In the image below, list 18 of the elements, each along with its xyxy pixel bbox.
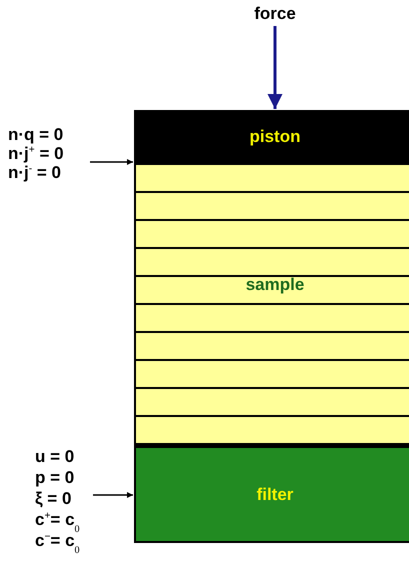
equation: c$^{−}$= c$_{0}$: [35, 531, 80, 551]
layer-label: filter: [256, 484, 294, 504]
arrow: [268, 26, 282, 109]
equation: n·j$^{-}$ = 0: [8, 163, 62, 182]
equation: u = 0: [35, 446, 74, 467]
sample-layers: [134, 163, 409, 447]
piston-block: [134, 110, 409, 164]
layer-label: piston: [250, 127, 300, 147]
filter-block: [134, 446, 409, 543]
arrow: [93, 492, 133, 498]
equation: n·q = 0: [8, 125, 64, 144]
layer-label: sample: [246, 275, 304, 295]
equation: c$^{+}$= c$_{0}$: [35, 509, 80, 530]
equation: p = 0: [35, 467, 74, 488]
equation: n·j$^{+}$ = 0: [8, 144, 64, 163]
force-label: force: [254, 4, 296, 24]
equation: ξ = 0: [35, 488, 72, 509]
arrow: [90, 159, 133, 165]
